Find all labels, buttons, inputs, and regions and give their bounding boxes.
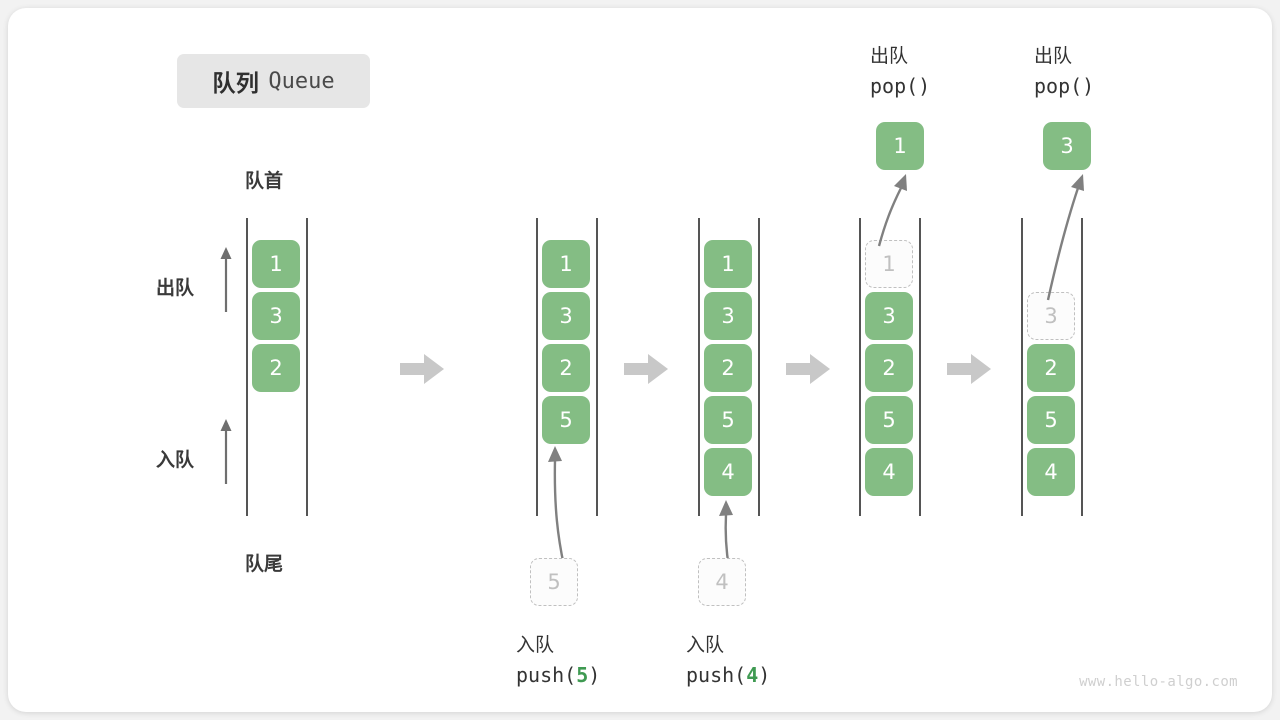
column-3-rail-right bbox=[758, 218, 760, 516]
queue-cell: 2 bbox=[704, 344, 752, 392]
column-1-rail-left bbox=[246, 218, 248, 516]
push-5-code-arg: 5 bbox=[576, 663, 589, 687]
diagram-title-badge: 队列 Queue bbox=[177, 54, 370, 108]
pop-3-op-label: 出队 bbox=[1034, 45, 1073, 67]
queue-cell: 1 bbox=[542, 240, 590, 288]
pop-1-op-label: 出队 bbox=[870, 45, 909, 67]
queue-cell: 2 bbox=[542, 344, 590, 392]
pop-1-op-code: pop() bbox=[870, 74, 931, 98]
column-4-cells: 1 3 2 5 4 bbox=[865, 240, 913, 496]
column-2-rail-right bbox=[596, 218, 598, 516]
column-4-rail-right bbox=[919, 218, 921, 516]
column-3-cells: 1 3 2 5 4 bbox=[704, 240, 752, 496]
column-5-rail-right bbox=[1081, 218, 1083, 516]
queue-cell: 5 bbox=[704, 396, 752, 444]
queue-cell: 2 bbox=[1027, 344, 1075, 392]
label-queue-front: 队首 bbox=[245, 170, 284, 192]
title-chinese: 队列 bbox=[212, 71, 260, 97]
queue-cell: 4 bbox=[1027, 448, 1075, 496]
push-5-arrow-icon bbox=[548, 446, 566, 567]
pop-3-arrow-icon bbox=[1046, 174, 1084, 301]
label-enqueue-direction: 入队 bbox=[156, 449, 195, 471]
queue-cell: 3 bbox=[865, 292, 913, 340]
column-4-rail-left bbox=[859, 218, 861, 516]
column-5-rail-left bbox=[1021, 218, 1023, 516]
transition-arrow-icon bbox=[400, 354, 444, 384]
pending-element-5: 5 bbox=[530, 558, 578, 606]
queue-cell: 4 bbox=[865, 448, 913, 496]
vacated-slot-3: 3 bbox=[1027, 292, 1075, 340]
pop-3-op-code: pop() bbox=[1034, 74, 1095, 98]
queue-cell: 3 bbox=[704, 292, 752, 340]
queue-cell: 2 bbox=[252, 344, 300, 392]
push-4-code-prefix: push( bbox=[686, 663, 747, 687]
vacated-slot-1: 1 bbox=[865, 240, 913, 288]
dequeue-up-arrow-icon bbox=[220, 247, 232, 312]
title-english: Queue bbox=[268, 68, 335, 94]
push-4-code-arg: 4 bbox=[746, 663, 759, 687]
column-2-rail-left bbox=[536, 218, 538, 516]
column-2-cells: 1 3 2 5 bbox=[542, 240, 590, 444]
popped-element-3: 3 bbox=[1043, 122, 1091, 170]
push-4-code-suffix: ) bbox=[758, 663, 771, 687]
transition-arrow-icon bbox=[786, 354, 830, 384]
column-1-cells: 1 3 2 bbox=[252, 240, 300, 392]
pop-1-arrow-icon bbox=[877, 174, 907, 247]
pending-element-4: 4 bbox=[698, 558, 746, 606]
column-1-rail-right bbox=[306, 218, 308, 516]
push-4-op-code: push(4) bbox=[686, 663, 770, 687]
diagram-card: 队列 Queue 队首 1 3 2 出队 入队 队尾 bbox=[8, 8, 1272, 712]
column-3-rail-left bbox=[698, 218, 700, 516]
push-4-op-label: 入队 bbox=[686, 634, 725, 656]
transition-arrow-icon bbox=[624, 354, 668, 384]
label-queue-rear: 队尾 bbox=[245, 553, 284, 575]
push-5-op-code: push(5) bbox=[516, 663, 600, 687]
site-watermark: www.hello-algo.com bbox=[1079, 674, 1238, 690]
push-5-code-suffix: ) bbox=[588, 663, 601, 687]
queue-cell: 3 bbox=[252, 292, 300, 340]
queue-cell: 5 bbox=[865, 396, 913, 444]
queue-cell: 1 bbox=[704, 240, 752, 288]
label-dequeue-direction: 出队 bbox=[156, 277, 195, 299]
push-5-op-label: 入队 bbox=[516, 634, 555, 656]
transition-arrow-icon bbox=[947, 354, 991, 384]
enqueue-up-arrow-icon bbox=[220, 419, 232, 484]
column-5-cells: 3 2 5 4 bbox=[1027, 292, 1075, 496]
popped-element-1: 1 bbox=[876, 122, 924, 170]
queue-cell-pushed: 4 bbox=[704, 448, 752, 496]
queue-cell: 5 bbox=[1027, 396, 1075, 444]
queue-cell-pushed: 5 bbox=[542, 396, 590, 444]
queue-cell: 3 bbox=[542, 292, 590, 340]
push-5-code-prefix: push( bbox=[516, 663, 577, 687]
queue-cell: 2 bbox=[865, 344, 913, 392]
queue-cell: 1 bbox=[252, 240, 300, 288]
